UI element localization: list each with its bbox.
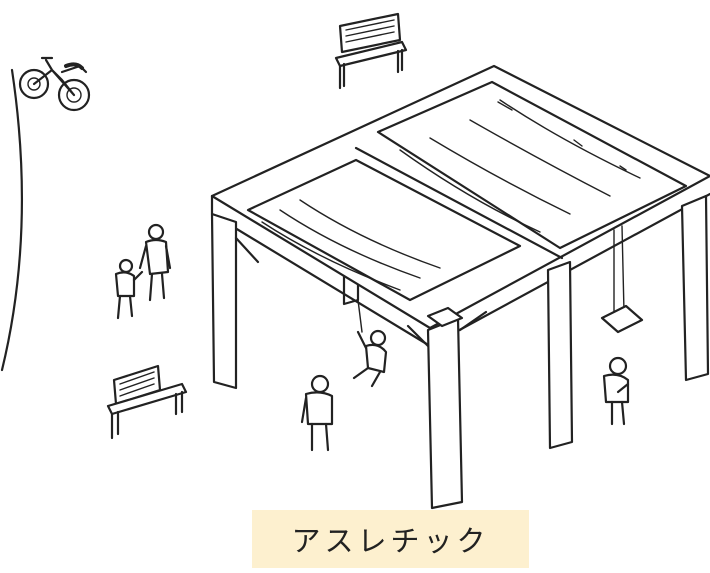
bench-left — [106, 364, 188, 440]
park-path-edge — [0, 68, 23, 372]
person-standing-front — [300, 374, 334, 452]
jungle-gym-frame — [210, 64, 710, 510]
child-climbing-rope — [352, 299, 388, 388]
child-figure — [114, 258, 144, 320]
caption-label: アスレチック — [252, 510, 529, 568]
adult-figure — [138, 223, 172, 302]
swing-seat — [600, 225, 644, 334]
caption-text: アスレチック — [291, 524, 490, 558]
person-standing-right — [602, 356, 630, 426]
bicycle-icon — [18, 56, 91, 112]
bench-top — [334, 12, 408, 90]
